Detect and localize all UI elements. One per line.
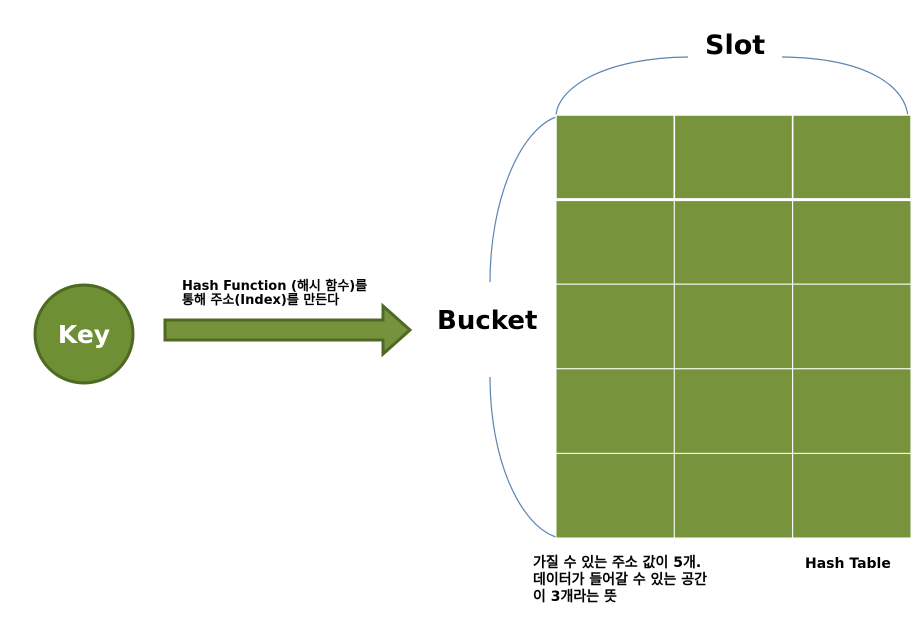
bucket-label: Bucket [437,306,538,336]
key-label: Key [57,319,111,349]
hash-table-cell [673,452,794,539]
hash-table-cell [555,114,676,201]
hash-table-cell [673,368,794,454]
hash-function-description: Hash Function (해시 함수)를 통해 주소(Index)를 만든다 [182,280,367,308]
address-note: 가질 수 있는 주소 값이 5개. 데이터가 들어갈 수 있는 공간 이 3개라… [533,555,707,606]
hash-table-cell [555,283,675,370]
hash-table-cell [673,283,794,370]
hash-table-cell [555,368,675,454]
hash-table-cell [673,114,794,201]
hash-table-cell [555,452,675,539]
hash-table-caption: Hash Table [805,556,891,572]
hash-table [555,114,912,539]
address-note-line: 가질 수 있는 주소 값이 5개. [533,555,702,571]
hash-function-description-line: 통해 주소(Index)를 만든다 [182,293,340,308]
hash-table-cell [792,368,912,454]
hash-table-cell [555,199,675,285]
hash-table-cell [673,199,794,285]
bucket-brace [489,116,557,283]
hash-table-cell [791,114,912,201]
slot-brace-right [781,56,909,118]
hash-table-cell [792,452,912,539]
hash-table-cell [792,199,912,285]
bucket-brace-lower [489,376,557,538]
hash-function-description-line: Hash Function (해시 함수)를 [182,279,368,294]
slot-brace-left [555,56,689,118]
address-note-line: 이 3개라는 뜻 [533,589,617,605]
hash-function-arrow [163,302,413,358]
address-note-line: 데이터가 들어갈 수 있는 공간 [533,572,708,588]
hash-table-cell [792,283,912,370]
key-node [33,283,135,385]
slot-label: Slot [705,30,766,61]
